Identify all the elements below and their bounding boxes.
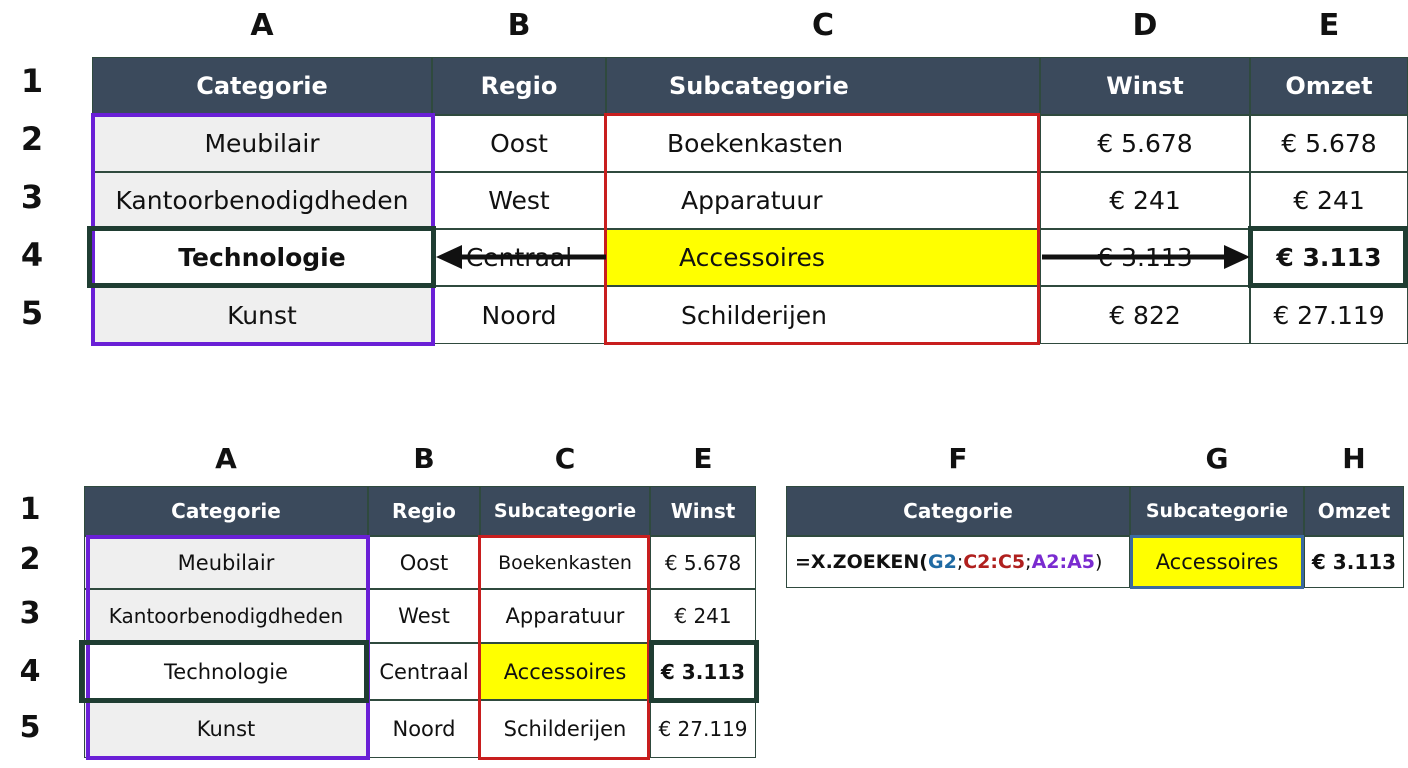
cell-e5[interactable]: € 27.119 [1250, 286, 1408, 344]
column-letter-g[interactable]: G [1205, 442, 1229, 475]
header-omzet[interactable]: Omzet [1250, 57, 1408, 115]
cell-c2[interactable]: Boekenkasten [606, 115, 1040, 172]
cell-d3[interactable]: € 241 [1040, 172, 1250, 229]
header-categorie[interactable]: Categorie [84, 486, 368, 536]
cell-c2[interactable]: Boekenkasten [480, 536, 650, 589]
cell-b4[interactable]: Centraal [368, 643, 480, 700]
cell-b3[interactable]: West [432, 172, 606, 229]
cell-a5[interactable]: Kunst [92, 286, 432, 344]
formula-arg-return-array: A2:A5 [1031, 551, 1096, 573]
cell-d2[interactable]: € 5.678 [1040, 115, 1250, 172]
formula-function: =X.ZOEKEN( [795, 551, 928, 573]
cell-a2[interactable]: Meubilair [84, 536, 368, 589]
left-arrow-icon [436, 245, 606, 269]
cell-a4[interactable]: Technologie [92, 229, 432, 286]
cell-a4[interactable]: Technologie [84, 643, 368, 700]
cell-e2[interactable]: € 5.678 [650, 536, 756, 589]
column-letter-d[interactable]: D [1132, 8, 1158, 43]
row-number-1[interactable]: 1 [20, 62, 44, 100]
cell-e4[interactable]: € 3.113 [1250, 229, 1408, 286]
column-letter-h[interactable]: H [1342, 442, 1366, 475]
formula-arg-lookup-value: G2 [927, 551, 957, 573]
header-categorie[interactable]: Categorie [786, 486, 1130, 536]
row-number-5[interactable]: 5 [20, 294, 44, 332]
cell-e3[interactable]: € 241 [650, 589, 756, 643]
cell-b5[interactable]: Noord [432, 286, 606, 344]
row-number-4[interactable]: 4 [20, 236, 44, 274]
cell-a2[interactable]: Meubilair [92, 115, 432, 172]
formula-close-paren: ) [1095, 551, 1103, 573]
cell-c3[interactable]: Apparatuur [606, 172, 1040, 229]
cell-h2[interactable]: € 3.113 [1304, 536, 1404, 588]
row-number-1[interactable]: 1 [19, 492, 41, 527]
cell-b5[interactable]: Noord [368, 700, 480, 758]
row-number-4[interactable]: 4 [19, 654, 41, 689]
formula-arg-lookup-array: C2:C5 [963, 551, 1026, 573]
column-letter-b[interactable]: B [413, 442, 435, 475]
header-winst[interactable]: Winst [1040, 57, 1250, 115]
cell-c5[interactable]: Schilderijen [480, 700, 650, 758]
header-omzet[interactable]: Omzet [1304, 486, 1404, 536]
column-letter-e[interactable]: E [1318, 8, 1340, 43]
column-letter-b[interactable]: B [507, 8, 531, 43]
cell-e2[interactable]: € 5.678 [1250, 115, 1408, 172]
column-letter-a[interactable]: A [250, 8, 274, 43]
right-arrow-icon [1042, 245, 1250, 269]
cell-a5[interactable]: Kunst [84, 700, 368, 758]
cell-c4[interactable]: Accessoires [606, 229, 1040, 286]
row-number-2[interactable]: 2 [20, 120, 44, 158]
column-letter-f[interactable]: F [948, 442, 968, 475]
cell-a3[interactable]: Kantoorbenodigdheden [84, 589, 368, 643]
row-number-2[interactable]: 2 [19, 542, 41, 577]
cell-d5[interactable]: € 822 [1040, 286, 1250, 344]
column-letter-e[interactable]: E [693, 442, 713, 475]
column-letter-c[interactable]: C [811, 8, 835, 43]
cell-c4[interactable]: Accessoires [480, 643, 650, 700]
header-categorie[interactable]: Categorie [92, 57, 432, 115]
row-number-3[interactable]: 3 [19, 596, 41, 631]
formula-cell[interactable]: =X.ZOEKEN(G2; C2:C5; A2:A5) [786, 536, 1130, 588]
header-subcategorie[interactable]: Subcategorie [1130, 486, 1304, 536]
cell-g2[interactable]: Accessoires [1130, 536, 1304, 588]
formula-separator: ; [956, 551, 964, 573]
cell-e3[interactable]: € 241 [1250, 172, 1408, 229]
header-subcategorie[interactable]: Subcategorie [480, 486, 650, 536]
column-letter-c[interactable]: C [554, 442, 576, 475]
cell-c5[interactable]: Schilderijen [606, 286, 1040, 344]
cell-a3[interactable]: Kantoorbenodigdheden [92, 172, 432, 229]
cell-b3[interactable]: West [368, 589, 480, 643]
formula-separator: ; [1025, 551, 1032, 573]
cell-b2[interactable]: Oost [368, 536, 480, 589]
row-number-5[interactable]: 5 [19, 710, 41, 745]
header-winst[interactable]: Winst [650, 486, 756, 536]
cell-c3[interactable]: Apparatuur [480, 589, 650, 643]
header-subcategorie[interactable]: Subcategorie [606, 57, 1040, 115]
column-letter-a[interactable]: A [215, 442, 237, 475]
cell-e5[interactable]: € 27.119 [650, 700, 756, 758]
row-number-3[interactable]: 3 [20, 178, 44, 216]
header-regio[interactable]: Regio [432, 57, 606, 115]
cell-e4[interactable]: € 3.113 [650, 643, 756, 700]
header-regio[interactable]: Regio [368, 486, 480, 536]
cell-b2[interactable]: Oost [432, 115, 606, 172]
